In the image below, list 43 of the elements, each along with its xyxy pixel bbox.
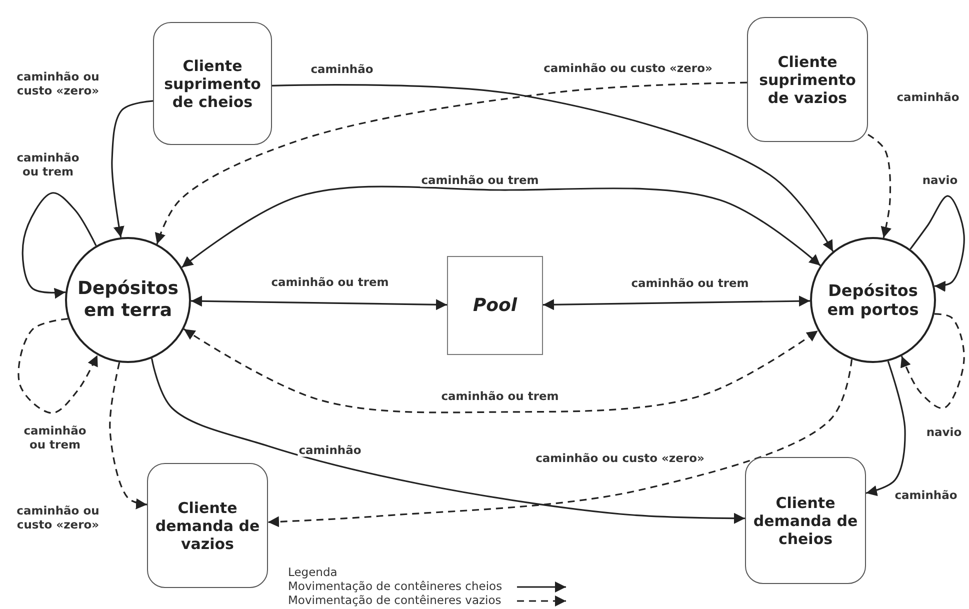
edge-label: caminhão ou trem <box>630 276 750 290</box>
edge-label: navio <box>921 172 959 188</box>
edge-label: caminhão <box>894 488 958 502</box>
pool-box <box>447 256 543 355</box>
legend-text: Movimentação de contêineres cheios <box>288 580 502 593</box>
legend-title: Legenda <box>288 566 338 579</box>
node-label: Cliente suprimento de vazios <box>758 52 857 106</box>
arrow <box>181 186 821 268</box>
node-label: Cliente demanda de vazios <box>154 498 261 552</box>
legend-text: Movimentação de contêineres vazios <box>288 594 502 607</box>
edge-label: caminhão <box>310 62 374 76</box>
dashed-arrow <box>268 359 853 528</box>
arrow <box>866 360 906 496</box>
edge-label: caminhão <box>896 90 960 104</box>
dashed-arrow <box>900 313 965 410</box>
edge-label: caminhão ou custo «zero» <box>542 60 714 76</box>
edge-label: caminhão ou trem <box>270 274 390 290</box>
client-box <box>153 22 272 145</box>
edge-label: navio <box>925 424 963 440</box>
client-box <box>147 463 268 588</box>
client-box <box>747 17 868 142</box>
arrow <box>272 84 834 252</box>
edge-label: caminhão ou trem <box>440 388 560 404</box>
arrow <box>190 296 448 310</box>
node-label: Depósitos em portos <box>826 280 920 320</box>
arrow <box>111 100 154 238</box>
dashed-arrow <box>18 318 98 414</box>
arrow <box>910 195 965 292</box>
edge-label: caminhão ou trem <box>420 172 540 188</box>
dashed-arrow <box>183 328 818 414</box>
dashed-arrow <box>109 362 148 510</box>
node-label: Depósitos em terra <box>76 278 180 322</box>
arrow <box>22 192 97 299</box>
edge-label: caminhão ou custo «zero» <box>534 450 706 466</box>
client-box <box>745 457 866 584</box>
dashed-arrow <box>868 134 892 238</box>
arrow <box>542 296 810 310</box>
dashed-arrow <box>155 82 748 244</box>
edge-label: caminhão <box>298 442 362 458</box>
arrow <box>150 358 745 524</box>
node-label: Pool <box>472 294 518 316</box>
node-label: Cliente demanda de cheios <box>752 494 859 548</box>
node-label: Cliente suprimento de cheios <box>163 56 262 110</box>
